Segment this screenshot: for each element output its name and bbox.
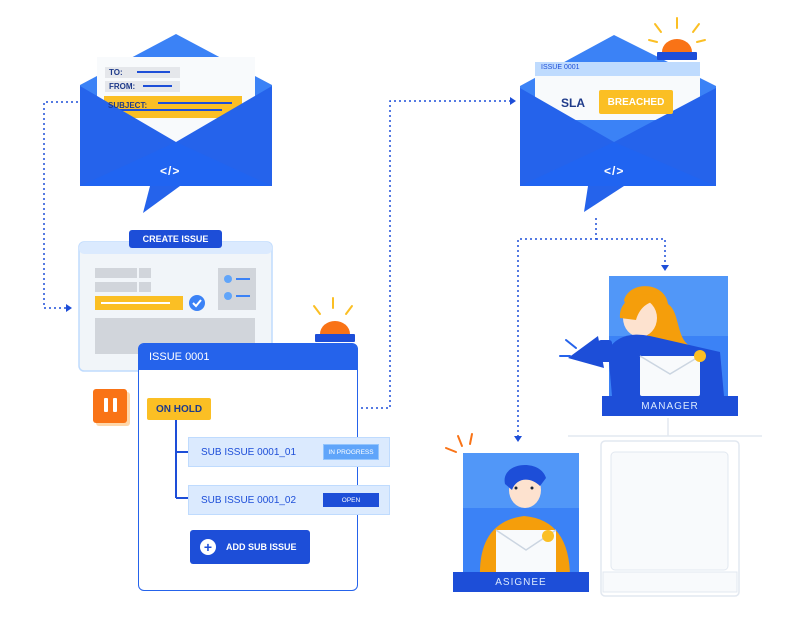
arrow-head-icon bbox=[66, 304, 72, 312]
empty-portrait-slot bbox=[568, 418, 762, 597]
subject-label: SUBJECT: bbox=[108, 101, 148, 110]
arrow-head-icon bbox=[661, 265, 669, 271]
alarm-light-icon bbox=[648, 17, 706, 60]
arrow-head-icon bbox=[514, 436, 522, 442]
sub-issue-row[interactable]: SUB ISSUE 0001_02 OPEN bbox=[188, 485, 390, 515]
sla-breached-badge: BREACHED bbox=[599, 90, 673, 114]
arrow-head-icon bbox=[510, 97, 516, 105]
assignee-portrait bbox=[445, 433, 579, 579]
plus-circle-icon: + bbox=[200, 539, 216, 555]
issue-card-title: ISSUE 0001 bbox=[139, 344, 357, 370]
envelope-right-icon bbox=[520, 35, 716, 212]
assignee-label: ASIGNEE bbox=[453, 572, 589, 592]
issue-id-label: ISSUE 0001 bbox=[541, 64, 580, 71]
envelope-left-icon bbox=[80, 34, 272, 213]
create-issue-title: CREATE ISSUE bbox=[129, 230, 222, 248]
pause-button-icon bbox=[93, 389, 130, 426]
sla-label: SLA bbox=[561, 96, 585, 110]
sub-issue-label: SUB ISSUE 0001_02 bbox=[201, 494, 297, 506]
from-label: FROM: bbox=[109, 82, 136, 91]
to-label: TO: bbox=[109, 68, 123, 77]
manager-label: MANAGER bbox=[602, 396, 738, 416]
in-progress-badge: IN PROGRESS bbox=[323, 444, 379, 460]
open-badge: OPEN bbox=[323, 493, 379, 507]
manager-portrait bbox=[559, 276, 728, 408]
on-hold-status-badge[interactable]: ON HOLD bbox=[147, 398, 211, 420]
create-issue-form bbox=[78, 241, 273, 372]
code-icon: </> bbox=[604, 164, 625, 178]
code-icon: </> bbox=[160, 164, 181, 178]
sub-issue-label: SUB ISSUE 0001_01 bbox=[201, 446, 297, 458]
sub-issue-row[interactable]: SUB ISSUE 0001_01 IN PROGRESS bbox=[188, 437, 390, 467]
add-sub-issue-button[interactable]: + ADD SUB ISSUE bbox=[190, 530, 310, 564]
add-sub-issue-label: ADD SUB ISSUE bbox=[226, 542, 297, 552]
alarm-light-icon bbox=[313, 297, 355, 342]
